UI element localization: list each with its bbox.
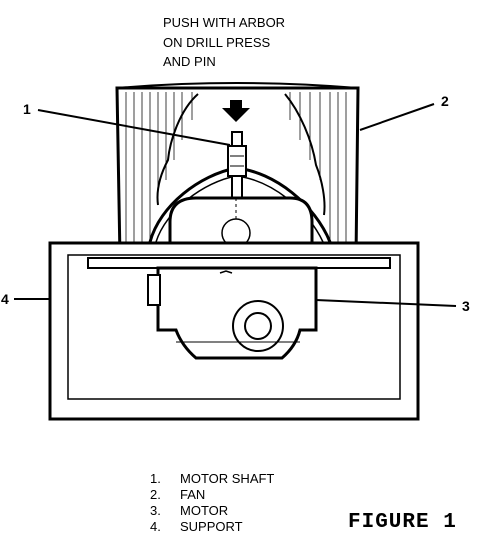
fan-cage [115,82,360,260]
motor-shaft [227,131,247,199]
legend-label: FAN [180,487,206,502]
legend: 1. MOTOR SHAFT 2. FAN 3. MOTOR 4. SUPPORT [150,471,274,535]
callout-4: 4 [1,291,9,307]
legend-label: MOTOR SHAFT [180,471,275,486]
legend-item: 2. FAN [150,487,274,503]
callout-3: 3 [462,298,470,314]
instruction-line-1: PUSH WITH ARBOR [163,15,285,30]
instruction-line-3: AND PIN [163,54,216,69]
legend-number: 2. [150,487,161,502]
callout-1: 1 [23,101,31,117]
instruction-line-2: ON DRILL PRESS [163,35,270,50]
figure-title: FIGURE 1 [348,511,457,534]
legend-item: 4. SUPPORT [150,519,274,535]
legend-label: MOTOR [180,503,229,518]
motor-body [147,266,318,360]
legend-item: 3. MOTOR [150,503,274,519]
callout-2: 2 [441,93,449,109]
leader-lines [14,103,457,307]
push-arrow [222,100,250,122]
legend-label: SUPPORT [180,519,243,534]
legend-number: 3. [150,503,161,518]
legend-item: 1. MOTOR SHAFT [150,471,274,487]
legend-number: 1. [150,471,161,486]
legend-number: 4. [150,519,161,534]
